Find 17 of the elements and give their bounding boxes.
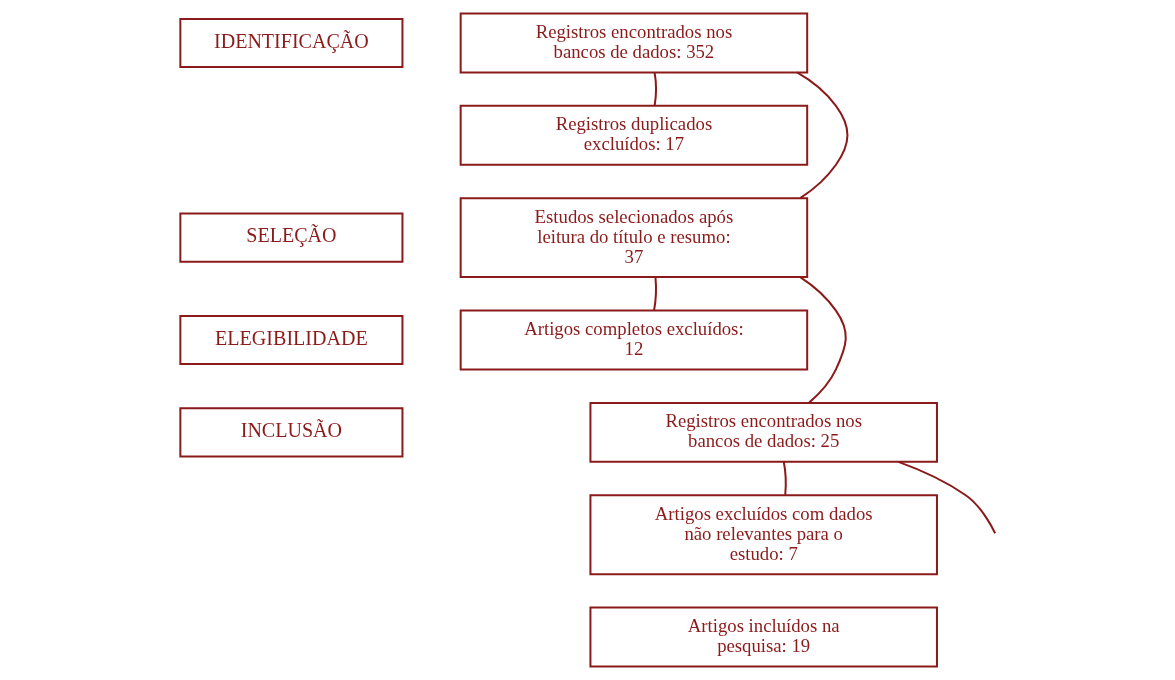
node-box: SELEÇÃO bbox=[178, 212, 403, 263]
connector bbox=[897, 461, 996, 534]
node-box: Registros encontrados nos bancos de dados: 25 bbox=[588, 401, 938, 463]
node-box: Artigos excluídos com dados não relevantes para o estudo: 7 bbox=[588, 494, 938, 576]
node-box: Registros encontrados nos bancos de dados: 352 bbox=[459, 12, 808, 74]
node-box: IDENTIFICAÇÃO bbox=[178, 17, 403, 69]
connector bbox=[652, 277, 657, 311]
connector bbox=[796, 71, 848, 199]
node-box: Artigos completos excluídos: 12 bbox=[459, 309, 808, 371]
node-box: Artigos incluídos na pesquisa: 19 bbox=[588, 606, 938, 668]
node-box: INCLUSÃO bbox=[178, 407, 403, 458]
node-box: ELEGIBILIDADE bbox=[178, 314, 403, 366]
connector bbox=[782, 461, 787, 495]
node-box: Estudos selecionados após leitura do título e resumo: 37 bbox=[459, 197, 808, 279]
connector bbox=[653, 72, 657, 106]
connector bbox=[799, 276, 847, 404]
node-box: Registros duplicados excluídos: 17 bbox=[459, 104, 808, 166]
